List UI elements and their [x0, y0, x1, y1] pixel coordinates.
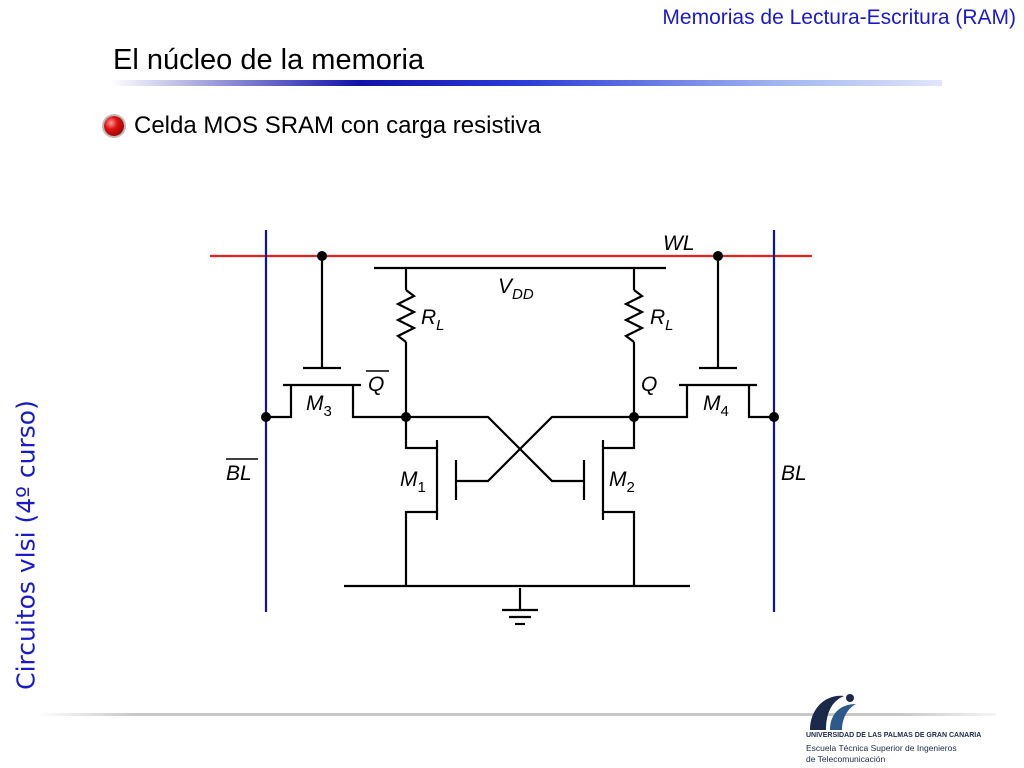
bl-bar-label: BL: [226, 462, 252, 485]
cross-wire-right: [456, 415, 634, 483]
junction-dot-bl: [769, 412, 779, 422]
school-name-line1: Escuela Técnica Superior de Ingenieros: [806, 743, 957, 753]
bl-label: BL: [781, 462, 807, 485]
m4-right-terminal: [747, 385, 774, 419]
m2-drain: [603, 418, 636, 450]
wl-label: WL: [663, 232, 695, 255]
footer-rule: [38, 713, 996, 716]
q-bar-label: Q: [368, 373, 384, 396]
left-rl-label: RL: [421, 306, 445, 334]
junction-dot-m4-gate: [713, 251, 723, 261]
right-rl-label: RL: [650, 306, 674, 334]
right-resistor: [623, 289, 645, 343]
header-title: Memorias de Lectura-Escritura (RAM): [662, 6, 1016, 29]
junction-dot-m3-gate: [317, 251, 327, 261]
m2-label: M2: [609, 468, 635, 496]
university-emblem-icon: [810, 694, 856, 730]
university-logo: UNIVERSIDAD DE LAS PALMAS DE GRAN CANARI…: [800, 690, 1010, 766]
m3-label: M3: [306, 392, 332, 420]
junction-dot-q: [629, 412, 639, 422]
m3-left-terminal: [266, 385, 293, 419]
m1-source: [404, 510, 437, 586]
slide-title: El núcleo de la memoria: [113, 44, 425, 76]
m3-right-terminal: [351, 385, 406, 419]
title-underline: [110, 80, 942, 86]
junction-dot-bl-bar: [261, 412, 271, 422]
left-resistor: [395, 289, 417, 343]
m4-label: M4: [703, 392, 729, 420]
university-name: UNIVERSIDAD DE LAS PALMAS DE GRAN CANARI…: [806, 732, 982, 739]
m2-source: [603, 510, 636, 586]
m1-label: M1: [400, 468, 426, 496]
school-name-line2: de Telecomunicación: [806, 754, 886, 764]
junction-dot-q-bar: [401, 412, 411, 422]
bullet-row: Celda MOS SRAM con carga resistiva: [104, 112, 541, 140]
m1-drain: [404, 418, 437, 450]
bullet-icon: [104, 116, 124, 136]
m4-left-terminal: [634, 385, 689, 419]
bullet-text: Celda MOS SRAM con carga resistiva: [134, 112, 541, 139]
vdd-label: VDD: [498, 275, 534, 303]
q-label: Q: [641, 373, 657, 396]
